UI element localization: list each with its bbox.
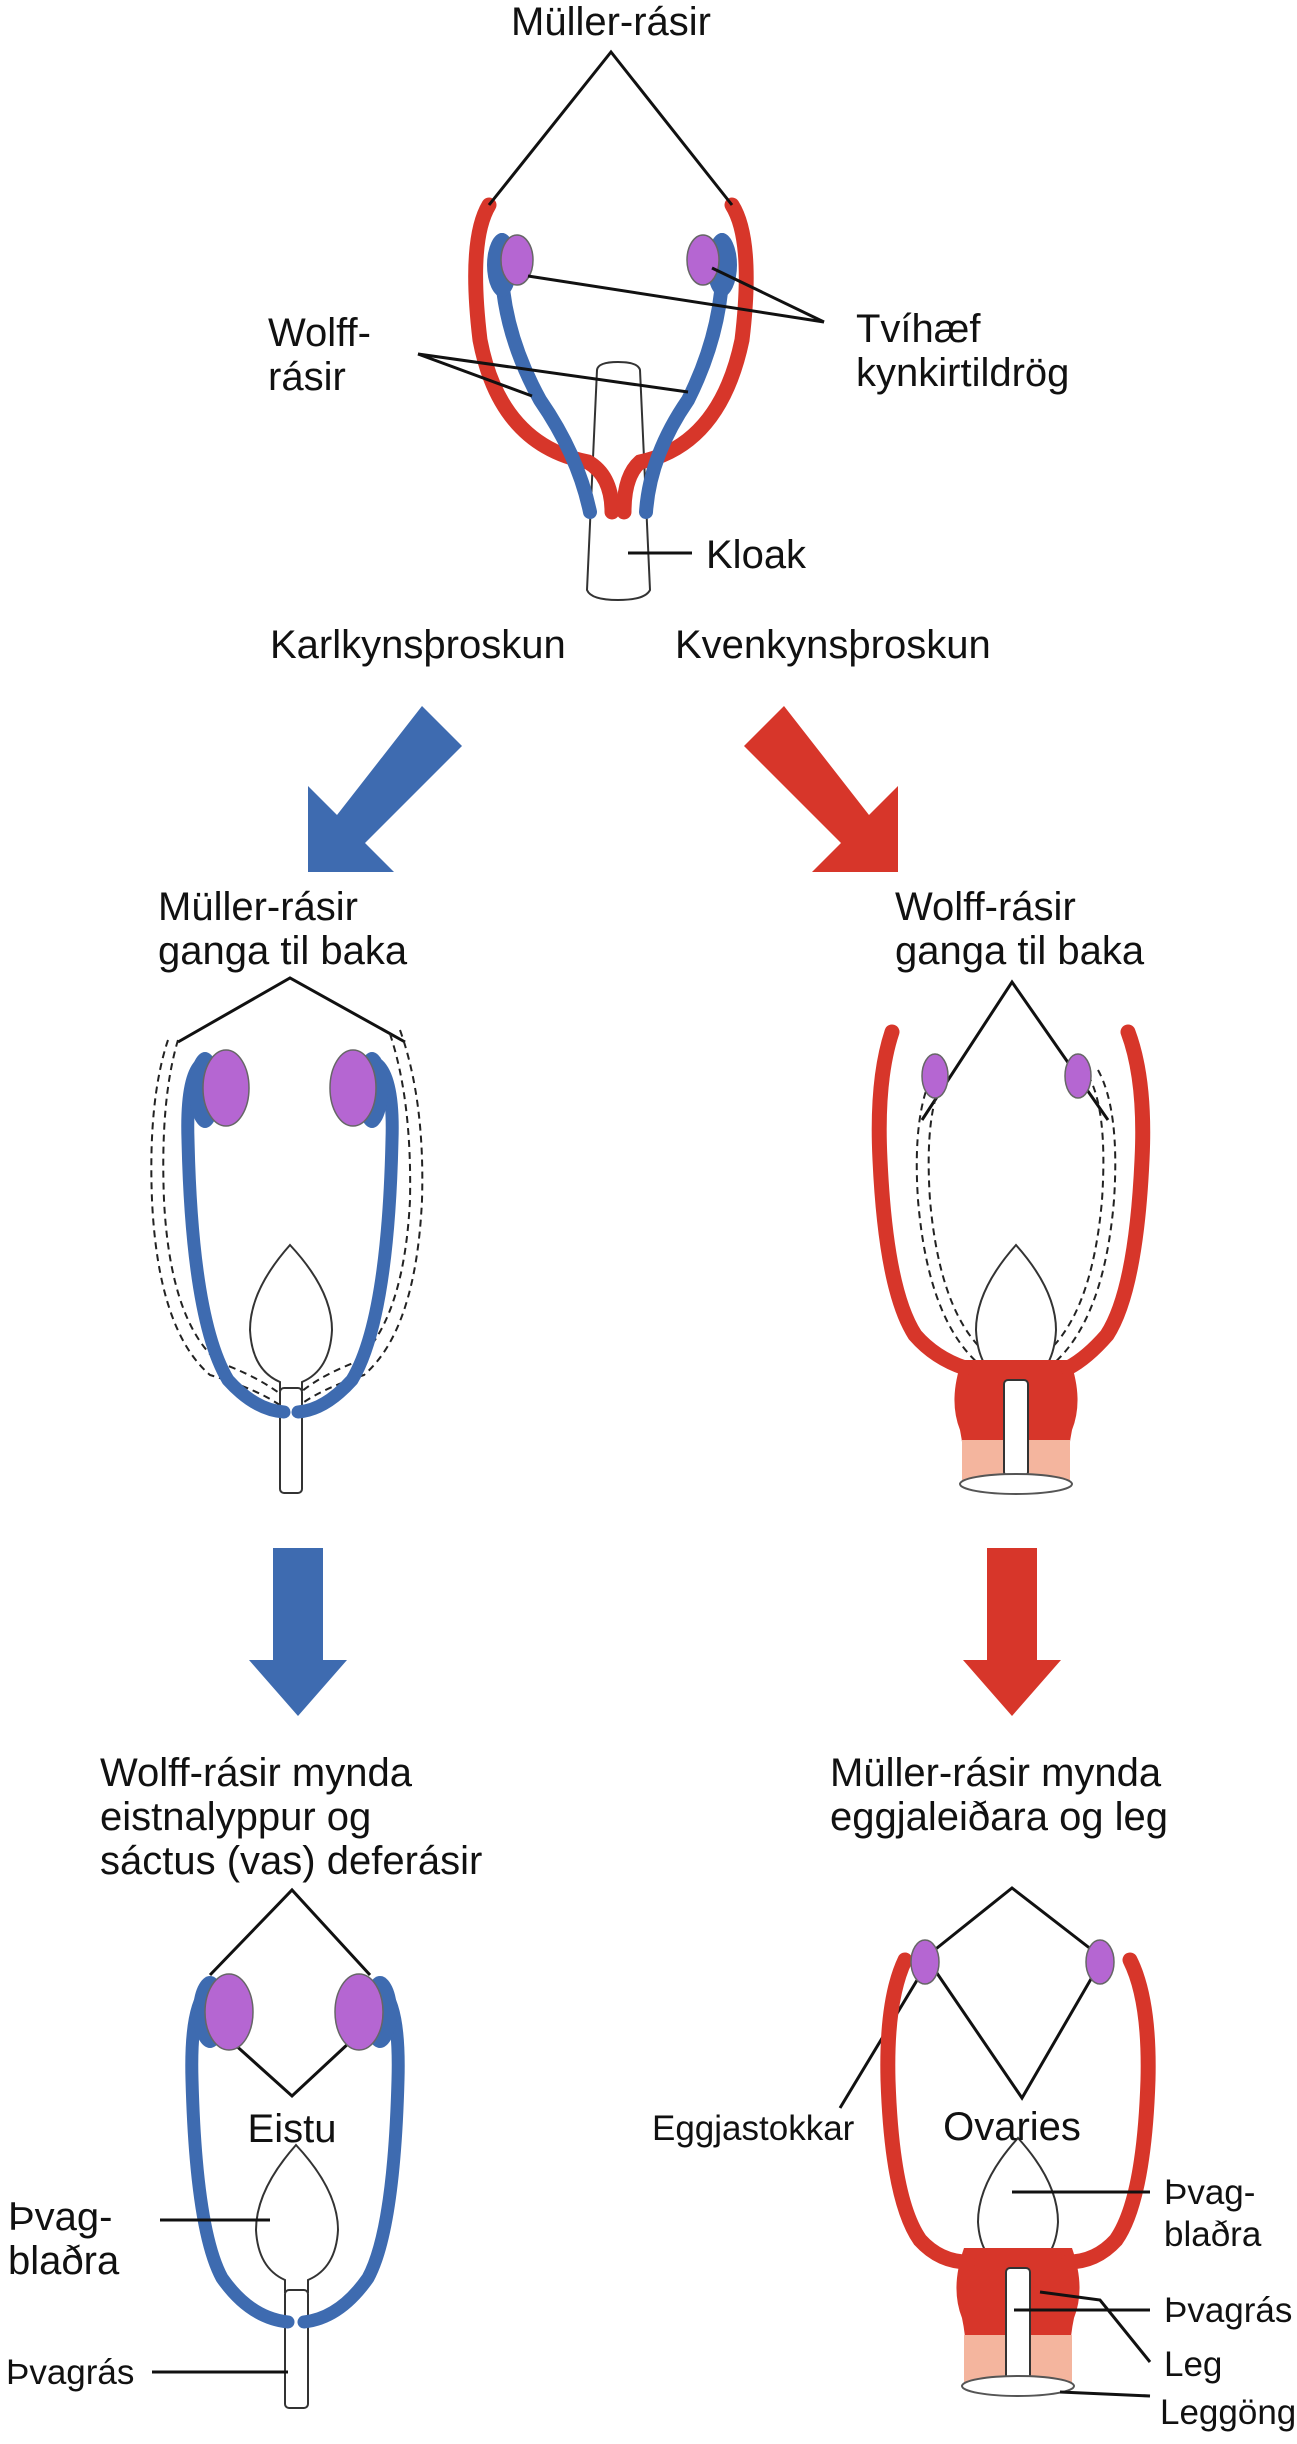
female-middle-vagina-opening bbox=[959, 1473, 1073, 1495]
ovaries-leader bbox=[926, 1959, 1104, 2101]
male-middle-urethra bbox=[279, 1387, 303, 1494]
female-bladder-label-1: Þvag- bbox=[1164, 2173, 1255, 2212]
gonad-right bbox=[686, 234, 720, 286]
male-middle-stage: Müller-rásir ganga til baka bbox=[150, 885, 424, 1494]
gonad-label-2: kynkirtildrög bbox=[856, 351, 1069, 395]
male-middle-bladder bbox=[248, 1243, 334, 1391]
male-bladder-label-2: blaðra bbox=[8, 2239, 120, 2283]
regressed-wolff-right-a bbox=[1051, 1069, 1117, 1366]
male-diagonal-arrow bbox=[308, 706, 462, 872]
gonad-leader-b bbox=[711, 266, 825, 324]
female-middle-ovary-left bbox=[921, 1053, 949, 1099]
male-middle-wolff-left bbox=[181, 1058, 291, 1419]
male-final-duct-right bbox=[297, 1985, 405, 2329]
female-bladder-label-2: blaðra bbox=[1164, 2215, 1262, 2254]
male-final-urethra bbox=[284, 2289, 309, 2409]
female-middle-label-2: ganga til baka bbox=[895, 929, 1145, 973]
male-caption-leader bbox=[208, 1887, 372, 1977]
regressed-muller-left-b bbox=[162, 1039, 289, 1401]
female-caption-leader bbox=[921, 1886, 1106, 1962]
gonad-leader-a bbox=[527, 274, 825, 324]
male-bladder-label-1: Þvag- bbox=[8, 2195, 113, 2239]
muller-label: Müller-rásir bbox=[511, 0, 711, 44]
male-middle-leader bbox=[177, 976, 406, 1044]
testes-leader bbox=[230, 2040, 352, 2099]
female-middle-stage: Wolff-rásir ganga til baka bbox=[871, 885, 1151, 1495]
female-branch-title: Kvenkynsþroskun bbox=[675, 623, 991, 667]
gonad-left bbox=[500, 234, 534, 286]
female-caption-2: eggjaleiðara og leg bbox=[830, 1795, 1168, 1839]
female-final-stage: Müller-rásir mynda eggjaleiðara og leg E… bbox=[652, 1751, 1296, 2432]
wolff-label-1: Wolff- bbox=[268, 311, 371, 355]
regressed-wolff-left-a bbox=[915, 1069, 981, 1366]
female-final-vagina-opening bbox=[961, 2375, 1075, 2397]
cloaca-label: Kloak bbox=[706, 533, 807, 577]
female-diagonal-arrow bbox=[744, 706, 898, 872]
oviduct-left bbox=[880, 1952, 976, 2270]
testis-right bbox=[334, 1973, 384, 2051]
uterus-label: Leg bbox=[1164, 2345, 1222, 2384]
indifferent-stage: Müller-rásir Wolff- rásir Tvíhæf kynkirt… bbox=[268, 0, 1069, 602]
regressed-muller-right-a bbox=[295, 1029, 424, 1409]
ovary-right bbox=[1085, 1939, 1115, 1985]
regressed-wolff-left-b bbox=[927, 1074, 989, 1356]
wolff-label-2: rásir bbox=[268, 355, 346, 399]
male-final-duct-left bbox=[185, 1985, 295, 2329]
male-final-stage: Wolff-rásir mynda eistnalyppur og sáctus… bbox=[6, 1751, 482, 2409]
ovaries-label: Ovaries bbox=[943, 2105, 1081, 2149]
regressed-wolff-right-b bbox=[1043, 1074, 1105, 1356]
male-caption-2: eistnalyppur og bbox=[100, 1795, 371, 1839]
female-urethra-label: Þvagrás bbox=[1164, 2291, 1292, 2330]
male-middle-testis-left bbox=[202, 1049, 250, 1127]
testes-label: Eistu bbox=[248, 2107, 337, 2151]
female-middle-label-1: Wolff-rásir bbox=[895, 885, 1076, 929]
male-down-arrow bbox=[249, 1548, 347, 1716]
wolff-leader-a bbox=[417, 352, 533, 398]
male-middle-label-2: ganga til baka bbox=[158, 929, 408, 973]
ovary-left bbox=[910, 1939, 940, 1985]
vagina-label: Leggöng bbox=[1160, 2393, 1296, 2432]
female-middle-urethra bbox=[1003, 1379, 1029, 1477]
muller-leader bbox=[487, 49, 734, 206]
male-caption-3: sáctus (vas) deferásir bbox=[100, 1839, 482, 1883]
male-urethra-label: Þvagrás bbox=[6, 2353, 134, 2392]
female-middle-leader bbox=[920, 979, 1110, 1121]
regressed-muller-right-b bbox=[291, 1033, 412, 1401]
female-final-urethra bbox=[1005, 2267, 1031, 2381]
female-middle-ovary-right bbox=[1064, 1053, 1092, 1099]
testis-left bbox=[204, 1973, 254, 2051]
female-middle-muller-left bbox=[871, 1024, 973, 1376]
male-middle-testis-right bbox=[329, 1049, 377, 1127]
male-middle-wolff-right bbox=[291, 1058, 399, 1419]
female-middle-muller-right bbox=[1060, 1024, 1151, 1376]
muller-duct-right bbox=[616, 197, 754, 520]
oviduct-right bbox=[1060, 1952, 1156, 2270]
male-branch-title: Karlkynsþroskun bbox=[270, 623, 566, 667]
ovaries-is-label: Eggjastokkar bbox=[652, 2109, 855, 2148]
female-caption-1: Müller-rásir mynda bbox=[830, 1751, 1162, 1795]
vagina-leader bbox=[1059, 2390, 1151, 2398]
regressed-muller-left-a bbox=[150, 1039, 285, 1409]
female-down-arrow bbox=[963, 1548, 1061, 1716]
gonad-label-1: Tvíhæf bbox=[856, 307, 981, 351]
male-caption-1: Wolff-rásir mynda bbox=[100, 1751, 413, 1795]
male-middle-label-1: Müller-rásir bbox=[158, 885, 358, 929]
cloaca-tube bbox=[585, 360, 652, 602]
uterus-leader bbox=[1039, 2290, 1152, 2363]
wolff-leader-b bbox=[417, 352, 689, 394]
muller-duct-left bbox=[468, 197, 620, 520]
